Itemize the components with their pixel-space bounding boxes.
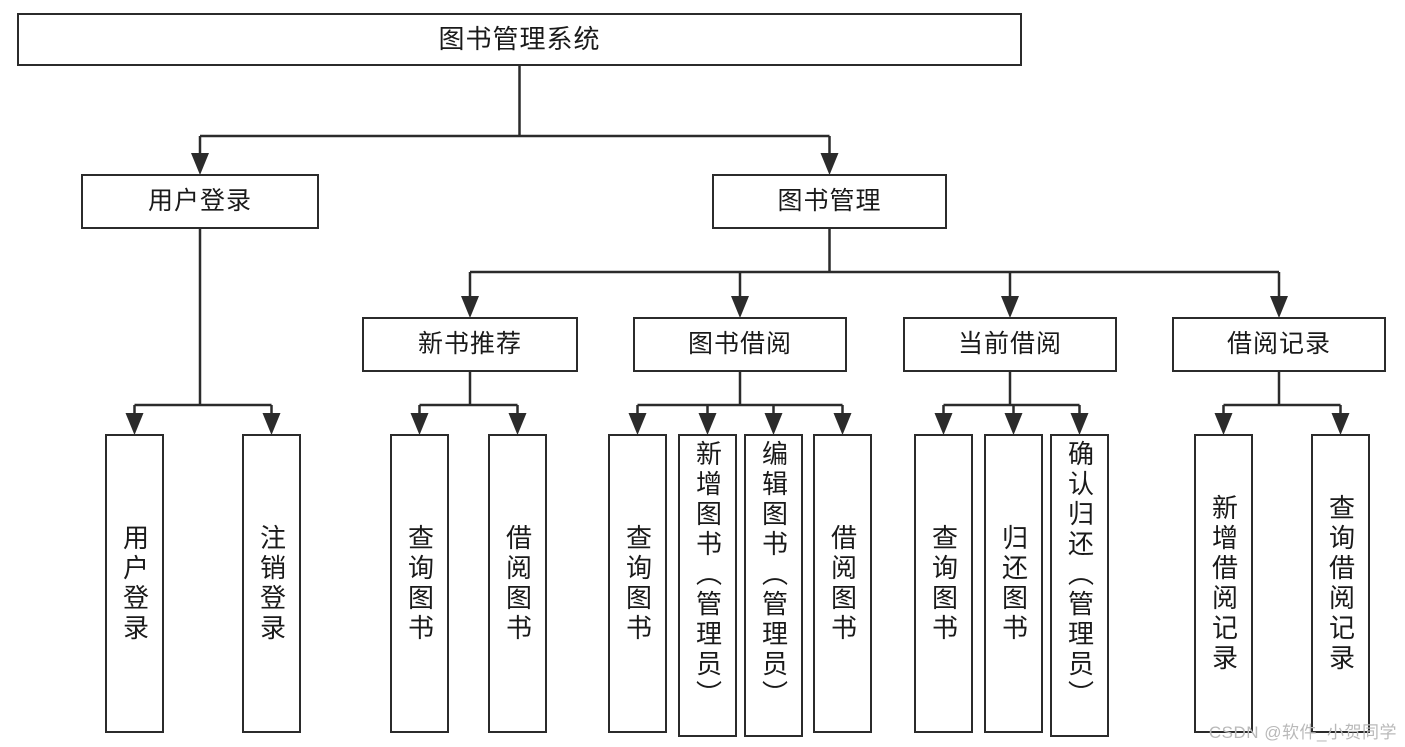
leaf-query-book-borrow[interactable]: 查询图书 (608, 434, 667, 733)
arrow-head-icon (731, 296, 749, 318)
arrow-head-icon (461, 296, 479, 318)
node-current-borrow-label: 当前借阅 (957, 330, 1062, 359)
leaf-add-borrow-record[interactable]: 新增借阅记录 (1194, 434, 1253, 733)
node-user-login[interactable]: 用户登录 (81, 174, 319, 229)
node-borrow-records-label: 借阅记录 (1226, 330, 1331, 359)
arrow-head-icon (1001, 296, 1019, 318)
arrow-head-icon (934, 413, 953, 435)
arrow-head-icon (628, 413, 647, 435)
leaf-query-book-recommend-label: 查询图书 (404, 523, 435, 644)
leaf-return-book-label: 归还图书 (998, 523, 1029, 644)
watermark: CSDN @软件_小贺同学 (1208, 723, 1397, 742)
node-book-borrow[interactable]: 图书借阅 (633, 317, 847, 372)
arrow-head-icon (833, 413, 852, 435)
arrow-head-icon (698, 413, 717, 435)
node-book-borrow-label: 图书借阅 (687, 330, 792, 359)
leaf-user-logout[interactable]: 注销登录 (242, 434, 301, 733)
leaf-borrow-book[interactable]: 借阅图书 (813, 434, 872, 733)
leaf-query-book-current-label: 查询图书 (928, 523, 959, 644)
arrow-head-icon (820, 153, 839, 175)
arrow-head-icon (125, 413, 144, 435)
leaf-query-book-recommend[interactable]: 查询图书 (390, 434, 449, 733)
arrow-head-icon (1070, 413, 1089, 435)
node-book-manage[interactable]: 图书管理 (712, 174, 947, 229)
connector-lines (125, 66, 1350, 435)
arrow-head-icon (508, 413, 527, 435)
leaf-user-login[interactable]: 用户登录 (105, 434, 164, 733)
arrow-head-icon (1004, 413, 1023, 435)
arrow-head-icon (1270, 296, 1288, 318)
leaf-borrow-book-recommend[interactable]: 借阅图书 (488, 434, 547, 733)
node-user-login-label: 用户登录 (147, 187, 252, 216)
leaf-add-book-label: 新增图书（管理员） (692, 440, 723, 710)
arrow-head-icon (191, 153, 209, 175)
node-new-book-recommend-label: 新书推荐 (417, 330, 522, 359)
arrow-head-icon (262, 413, 281, 435)
leaf-borrow-book-label: 借阅图书 (827, 523, 858, 644)
leaf-query-borrow-record-label: 查询借阅记录 (1325, 493, 1356, 674)
arrow-head-icon (1214, 413, 1233, 435)
leaf-confirm-return[interactable]: 确认归还（管理员） (1050, 434, 1109, 737)
leaf-edit-book-label: 编辑图书（管理员） (758, 440, 789, 710)
arrow-head-icon (1331, 413, 1350, 435)
leaf-query-borrow-record[interactable]: 查询借阅记录 (1311, 434, 1370, 733)
node-root-label: 图书管理系统 (438, 23, 601, 54)
leaf-return-book[interactable]: 归还图书 (984, 434, 1043, 733)
node-book-manage-label: 图书管理 (777, 187, 882, 216)
node-borrow-records[interactable]: 借阅记录 (1172, 317, 1386, 372)
leaf-user-login-label: 用户登录 (119, 523, 150, 644)
node-current-borrow[interactable]: 当前借阅 (903, 317, 1117, 372)
leaf-query-book-current[interactable]: 查询图书 (914, 434, 973, 733)
node-root[interactable]: 图书管理系统 (17, 13, 1022, 66)
node-new-book-recommend[interactable]: 新书推荐 (362, 317, 578, 372)
arrow-head-icon (410, 413, 429, 435)
leaf-user-logout-label: 注销登录 (256, 523, 287, 644)
arrow-head-icon (764, 413, 783, 435)
leaf-confirm-return-label: 确认归还（管理员） (1064, 440, 1095, 710)
leaf-query-book-borrow-label: 查询图书 (622, 523, 653, 644)
leaf-add-book[interactable]: 新增图书（管理员） (678, 434, 737, 737)
leaf-borrow-book-recommend-label: 借阅图书 (502, 523, 533, 644)
leaf-edit-book[interactable]: 编辑图书（管理员） (744, 434, 803, 737)
leaf-add-borrow-record-label: 新增借阅记录 (1208, 493, 1239, 674)
